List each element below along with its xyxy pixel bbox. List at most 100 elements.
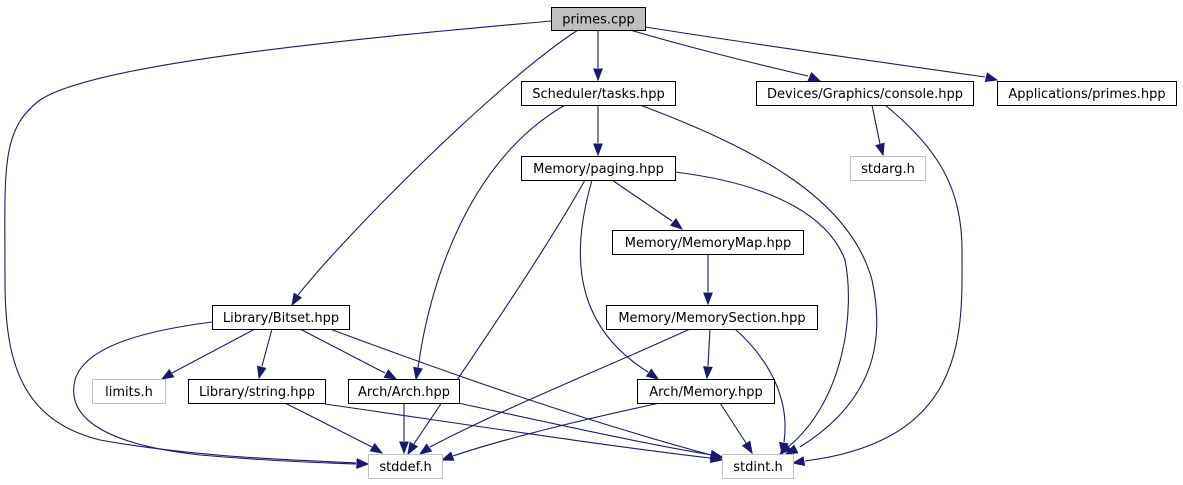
node-label: Scheduler/tasks.hpp bbox=[532, 87, 664, 102]
node-app-primes[interactable]: Applications/primes.hpp bbox=[997, 81, 1177, 106]
node-label: stdarg.h bbox=[861, 162, 915, 177]
node-label: Memory/MemorySection.hpp bbox=[618, 311, 805, 326]
node-box bbox=[850, 156, 926, 181]
edge-line bbox=[871, 104, 881, 145]
edge-paging_hpp-to-memorymap_hpp bbox=[611, 179, 684, 230]
edge-primes_cpp-to-bitset_hpp bbox=[291, 29, 579, 307]
node-box bbox=[551, 7, 646, 31]
edge-line bbox=[579, 179, 649, 373]
edge-bitset_hpp-to-limits_h bbox=[160, 328, 256, 380]
arrowhead-icon bbox=[369, 442, 384, 454]
arrowhead-icon bbox=[593, 68, 603, 82]
edge-line bbox=[261, 328, 273, 367]
node-stdint-h[interactable]: stdint.h bbox=[722, 454, 794, 479]
edge-bitset_hpp-to-arch_hpp bbox=[299, 328, 398, 380]
arrowhead-icon bbox=[257, 365, 267, 380]
node-box bbox=[212, 305, 350, 330]
arrowhead-icon bbox=[779, 441, 789, 456]
arrowhead-icon bbox=[875, 142, 885, 157]
node-box bbox=[188, 379, 326, 404]
arrowhead-icon bbox=[418, 443, 433, 455]
arrowhead-icon bbox=[669, 217, 684, 230]
edge-scheduler_tasks-to-arch_hpp bbox=[413, 104, 566, 381]
arrowhead-icon bbox=[440, 451, 455, 461]
node-label: Arch/Arch.hpp bbox=[358, 385, 450, 400]
node-label: primes.cpp bbox=[562, 13, 634, 28]
node-label: stddef.h bbox=[379, 460, 431, 475]
node-stddef-h[interactable]: stddef.h bbox=[368, 454, 443, 479]
edge-line bbox=[457, 402, 713, 456]
node-box bbox=[521, 156, 676, 181]
node-scheduler-tasks[interactable]: Scheduler/tasks.hpp bbox=[521, 81, 676, 106]
edge-line bbox=[417, 104, 566, 369]
edge-bitset_hpp-to-string_hpp bbox=[257, 328, 273, 380]
edge-console_hpp-to-stdarg_h bbox=[871, 104, 885, 157]
arrowhead-icon bbox=[703, 366, 713, 380]
node-bitset-hpp[interactable]: Library/Bitset.hpp bbox=[212, 305, 350, 330]
arrowhead-icon bbox=[807, 72, 822, 82]
edge-line bbox=[611, 179, 673, 222]
edge-archmem_hpp-to-stdint_h bbox=[719, 402, 753, 455]
arrowhead-icon bbox=[356, 459, 370, 469]
node-label: Applications/primes.hpp bbox=[1008, 87, 1165, 102]
edge-line bbox=[297, 29, 579, 296]
node-box bbox=[368, 454, 443, 479]
node-label: Arch/Memory.hpp bbox=[649, 385, 763, 400]
edge-memorymap_hpp-to-memsection_hpp bbox=[703, 254, 713, 306]
edge-primes_cpp-to-app_primes bbox=[644, 26, 999, 82]
node-label: Library/string.hpp bbox=[199, 385, 315, 400]
node-label: Library/Bitset.hpp bbox=[223, 311, 339, 326]
node-label: Memory/paging.hpp bbox=[533, 162, 664, 177]
edge-arch_hpp-to-stddef_h bbox=[399, 403, 409, 455]
node-label: Devices/Graphics/console.hpp bbox=[767, 87, 963, 102]
edge-memsection_hpp-to-archmem_hpp bbox=[703, 328, 713, 380]
edge-line bbox=[674, 171, 849, 448]
edge-line bbox=[413, 179, 586, 445]
node-arch-hpp[interactable]: Arch/Arch.hpp bbox=[348, 379, 460, 404]
node-box bbox=[92, 379, 166, 404]
node-box bbox=[722, 454, 794, 479]
node-box bbox=[997, 81, 1177, 106]
node-label: Memory/MemoryMap.hpp bbox=[625, 236, 791, 251]
arrowhead-icon bbox=[160, 368, 175, 380]
node-memsection-hpp[interactable]: Memory/MemorySection.hpp bbox=[606, 305, 818, 330]
arrowhead-icon bbox=[709, 449, 724, 460]
edge-line bbox=[4, 20, 552, 464]
node-stdarg-h[interactable]: stdarg.h bbox=[850, 156, 926, 181]
node-label: limits.h bbox=[105, 385, 153, 400]
arrowhead-icon bbox=[791, 456, 806, 466]
node-string-hpp[interactable]: Library/string.hpp bbox=[188, 379, 326, 404]
node-box bbox=[612, 230, 804, 255]
edge-line bbox=[452, 402, 661, 457]
arrowhead-icon bbox=[383, 369, 398, 380]
edge-line bbox=[629, 29, 809, 77]
edge-arch_hpp-to-stdint_h bbox=[457, 402, 724, 460]
edge-bitset_hpp-to-stddef_h bbox=[73, 321, 370, 469]
node-limits-h[interactable]: limits.h bbox=[92, 379, 166, 404]
arrowhead-icon bbox=[593, 143, 603, 157]
edge-line bbox=[284, 402, 373, 448]
edge-line bbox=[804, 104, 963, 462]
edge-line bbox=[639, 104, 878, 448]
node-box bbox=[606, 305, 818, 330]
edge-line bbox=[299, 328, 386, 374]
edge-line bbox=[429, 328, 691, 448]
edge-line bbox=[171, 328, 256, 374]
node-primes-cpp[interactable]: primes.cpp bbox=[551, 7, 646, 31]
node-memorymap-hpp[interactable]: Memory/MemoryMap.hpp bbox=[612, 230, 804, 255]
node-box bbox=[756, 81, 974, 106]
edge-line bbox=[329, 328, 712, 456]
edge-line bbox=[719, 402, 747, 444]
edge-archmem_hpp-to-stddef_h bbox=[440, 402, 661, 461]
edge-line bbox=[324, 403, 711, 459]
edges-layer bbox=[4, 20, 999, 469]
edge-line bbox=[644, 26, 986, 78]
arrowhead-icon bbox=[407, 441, 419, 456]
node-console-hpp[interactable]: Devices/Graphics/console.hpp bbox=[756, 81, 974, 106]
node-paging-hpp[interactable]: Memory/paging.hpp bbox=[521, 156, 676, 181]
edge-string_hpp-to-stddef_h bbox=[284, 402, 384, 454]
arrowhead-icon bbox=[413, 366, 423, 381]
edge-paging_hpp-to-archmem_hpp bbox=[579, 179, 660, 380]
node-archmem-hpp[interactable]: Arch/Memory.hpp bbox=[637, 379, 775, 404]
